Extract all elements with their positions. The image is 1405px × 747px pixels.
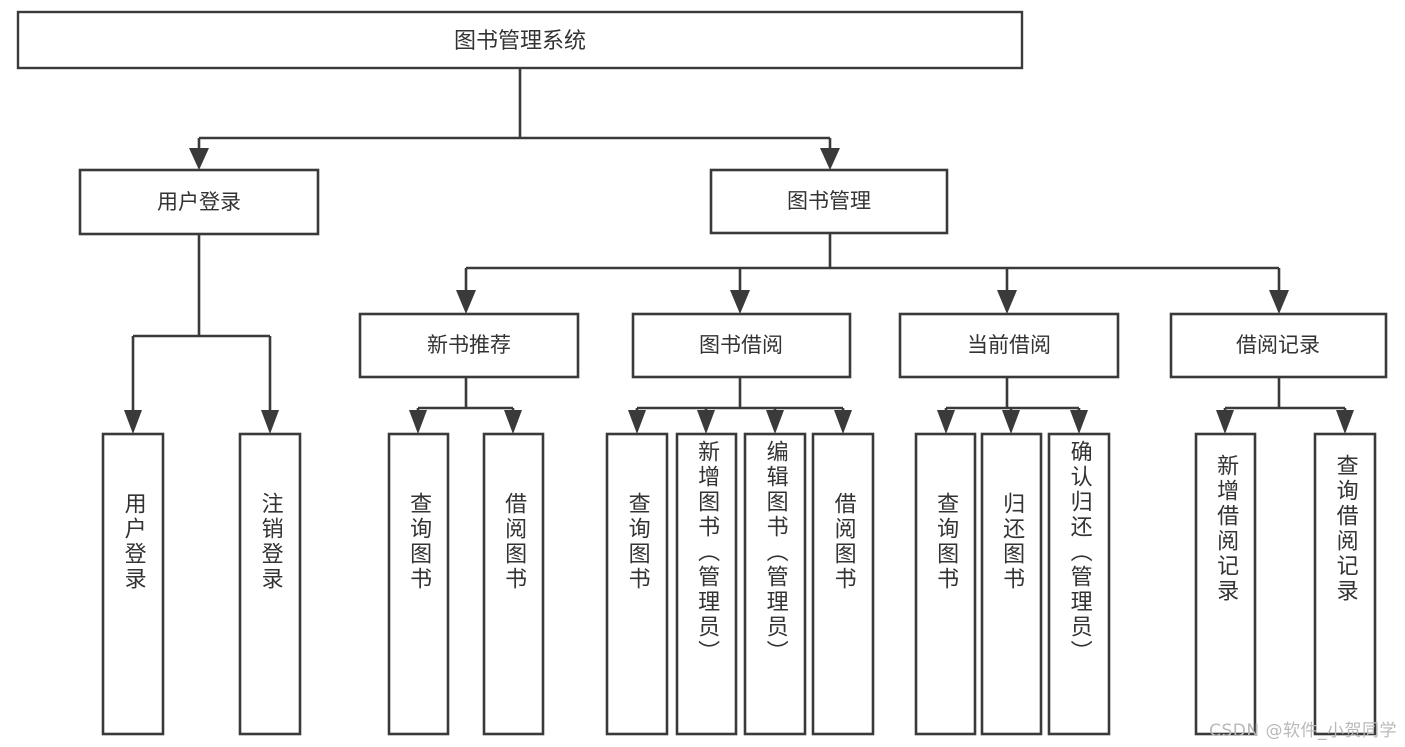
arrow-head-nb-query-book xyxy=(409,410,427,434)
arrow-head-bb-edit-book xyxy=(766,410,784,434)
node-borrow-record-box[interactable] xyxy=(1169,312,1388,379)
arrow-head-user-login xyxy=(189,148,209,170)
node-new-book-recommend-label: 新书推荐 xyxy=(427,333,511,357)
leaf-box-bb-add-book[interactable] xyxy=(675,432,738,736)
node-borrow-record-label: 借阅记录 xyxy=(1236,333,1320,357)
connector-group-book-manage xyxy=(456,233,1289,314)
connector-group-current-borrow xyxy=(937,377,1088,434)
leaf-box-br-add-record[interactable] xyxy=(1194,432,1257,736)
node-user-login[interactable]: 用户登录 xyxy=(78,168,320,236)
arrow-head-book-borrow xyxy=(730,290,750,314)
arrow-head-nb-borrow-book xyxy=(504,410,522,434)
arrow-head-leaf-logout xyxy=(261,410,279,434)
node-new-book-recommend[interactable]: 新书推荐 xyxy=(358,312,580,379)
leaf-box-bb-edit-book[interactable] xyxy=(743,432,807,736)
node-current-borrow-box[interactable] xyxy=(898,312,1120,379)
arrow-head-bb-borrow-book xyxy=(834,410,852,434)
node-root-system-box[interactable] xyxy=(16,10,1024,70)
arrow-head-cb-query-book xyxy=(937,410,955,434)
node-current-borrow-label: 当前借阅 xyxy=(967,333,1051,357)
arrow-head-current-borrow xyxy=(997,290,1017,314)
node-book-manage[interactable]: 图书管理 xyxy=(709,168,949,235)
leaf-box-nb-borrow-book[interactable] xyxy=(482,432,545,736)
leaf-box-cb-query-book[interactable] xyxy=(914,432,977,736)
arrow-head-cb-return-book xyxy=(1002,410,1020,434)
leaf-box-bb-query-book[interactable] xyxy=(605,432,669,736)
arrow-head-bb-query-book xyxy=(628,410,646,434)
watermark-text: CSDN @软件_小贺同学 xyxy=(1209,721,1397,741)
leaf-box-br-query-record[interactable] xyxy=(1313,432,1377,736)
node-book-borrow-label: 图书借阅 xyxy=(699,333,783,357)
node-root-system[interactable]: 图书管理系统 xyxy=(16,10,1024,70)
connector-group-root xyxy=(189,68,840,170)
arrow-head-br-query-record xyxy=(1336,410,1354,434)
leaf-box-user-login[interactable] xyxy=(101,432,165,736)
leaf-box-cb-return-book[interactable] xyxy=(980,432,1043,736)
arrow-head-bb-add-book xyxy=(697,410,715,434)
arrow-head-new-book-recommend xyxy=(456,290,476,314)
node-current-borrow[interactable]: 当前借阅 xyxy=(898,312,1120,379)
node-book-borrow-box[interactable] xyxy=(631,312,852,379)
arrow-head-leaf-user-login xyxy=(124,410,142,434)
node-book-manage-box[interactable] xyxy=(709,168,949,235)
arrow-head-br-add-record xyxy=(1216,410,1234,434)
node-user-login-box[interactable] xyxy=(78,168,320,236)
connector-group-borrow-record xyxy=(1216,377,1354,434)
connector-group-user-login xyxy=(124,234,279,434)
arrow-head-borrow-record xyxy=(1269,290,1289,314)
node-book-manage-label: 图书管理 xyxy=(787,189,871,213)
leaf-box-bb-borrow-book[interactable] xyxy=(811,432,875,736)
node-root-system-label: 图书管理系统 xyxy=(454,29,586,54)
arrow-head-book-manage xyxy=(820,148,840,170)
connector-group-new-book-recommend xyxy=(409,377,522,434)
leaf-box-group xyxy=(101,432,1377,736)
node-user-login-label: 用户登录 xyxy=(157,190,241,214)
leaf-box-cb-confirm-return[interactable] xyxy=(1047,432,1111,736)
leaf-box-logout[interactable] xyxy=(238,432,302,736)
node-new-book-recommend-box[interactable] xyxy=(358,312,580,379)
connector-group-book-borrow xyxy=(628,377,852,434)
leaf-box-nb-query-book[interactable] xyxy=(387,432,450,736)
node-book-borrow[interactable]: 图书借阅 xyxy=(631,312,852,379)
arrow-head-cb-confirm-return xyxy=(1070,410,1088,434)
node-borrow-record[interactable]: 借阅记录 xyxy=(1169,312,1388,379)
